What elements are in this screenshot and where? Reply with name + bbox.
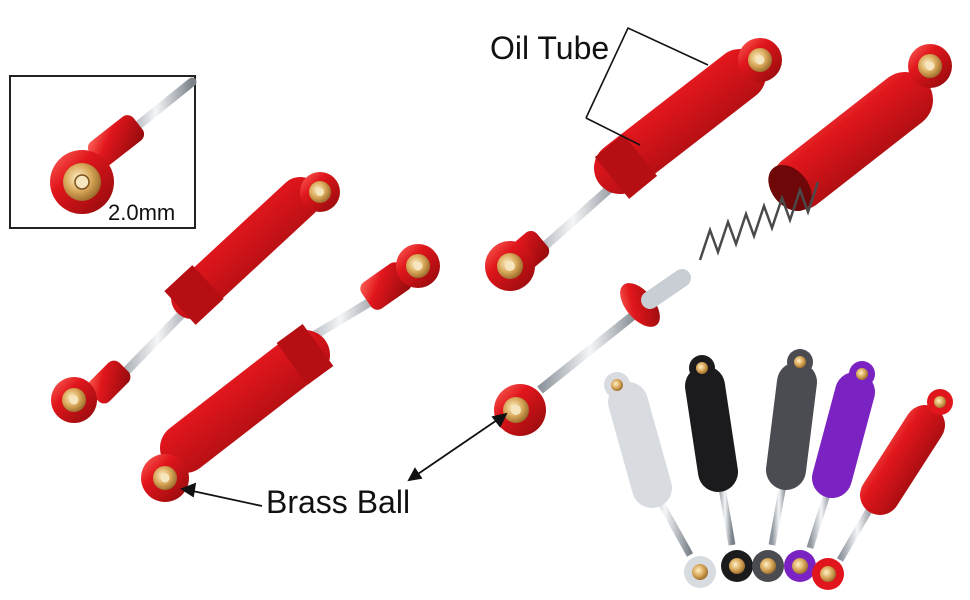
shock-absorber-with-oil-tube	[485, 38, 782, 291]
variant-purple	[784, 361, 875, 582]
shock-absorber-assembled-1	[51, 172, 340, 423]
ball-size-label: 2.0mm	[108, 200, 176, 225]
variant-black	[685, 355, 753, 582]
exploded-oil-tube	[768, 44, 952, 212]
brass-ball-arrows	[180, 412, 508, 507]
exploded-piston-rod	[494, 269, 691, 436]
variant-silver	[604, 372, 716, 588]
oil-tube-label: Oil Tube	[490, 30, 610, 66]
inset-detail	[9, 75, 197, 229]
brass-ball-label: Brass Ball	[266, 484, 411, 520]
oil-tube-callout	[585, 26, 709, 146]
shock-absorber-assembled-2	[141, 244, 440, 502]
color-variants	[604, 349, 953, 590]
spring	[698, 181, 820, 261]
variant-red	[812, 389, 953, 590]
variant-gunmetal	[752, 349, 817, 582]
